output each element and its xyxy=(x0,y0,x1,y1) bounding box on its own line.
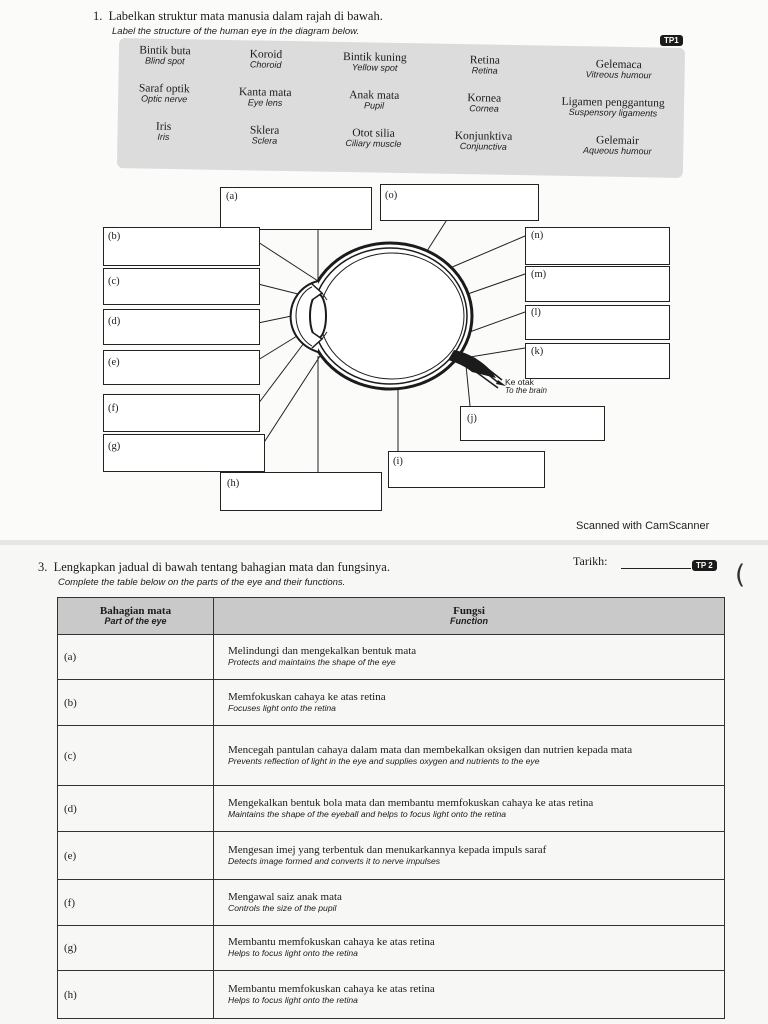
label-o: (o) xyxy=(385,190,397,201)
label-b: (b) xyxy=(108,231,120,242)
label-k: (k) xyxy=(531,346,543,357)
label-a: (a) xyxy=(226,191,238,202)
answer-box-g[interactable] xyxy=(103,434,265,472)
answer-box-j[interactable] xyxy=(460,406,605,441)
tp-badge: TP 2 xyxy=(692,560,717,571)
table-row: (g) Membantu memfokuskan cahaya ke atas … xyxy=(58,926,725,971)
function-ms: Mencegah pantulan cahaya dalam mata dan … xyxy=(228,744,718,756)
function-en: Maintains the shape of the eyeball and h… xyxy=(228,809,718,820)
function-en: Helps to focus light onto the retina xyxy=(228,995,718,1006)
answer-box-d[interactable] xyxy=(103,309,260,345)
label-g: (g) xyxy=(108,441,120,452)
function-ms: Membantu memfokuskan cahaya ke atas reti… xyxy=(228,936,718,948)
bracket-mark: ( xyxy=(735,560,745,590)
table-row: (c) Mencegah pantulan cahaya dalam mata … xyxy=(58,726,725,786)
function-en: Helps to focus light onto the retina xyxy=(228,948,718,959)
function-cell: Melindungi dan mengekalkan bentuk mata P… xyxy=(214,635,725,680)
answer-box-n[interactable] xyxy=(525,227,670,265)
function-ms: Membantu memfokuskan cahaya ke atas reti… xyxy=(228,983,718,995)
row-label: (g) xyxy=(64,942,77,954)
answer-box-h[interactable] xyxy=(220,472,382,511)
part-cell[interactable]: (f) xyxy=(58,880,214,926)
date-label: Tarikh: xyxy=(573,554,607,569)
worksheet-page-1: 1. Labelkan struktur mata manusia dalam … xyxy=(0,0,768,540)
brain-arrow-label: Ke otak To the brain xyxy=(505,378,547,395)
question-number: 3. xyxy=(38,560,47,574)
function-ms: Mengekalkan bentuk bola mata dan membant… xyxy=(228,797,718,809)
column-header-part: Bahagian mata Part of the eye xyxy=(58,598,214,635)
question-3-title: 3. Lengkapkan jadual di bawah tentang ba… xyxy=(38,560,390,575)
label-d: (d) xyxy=(108,316,120,327)
row-label: (f) xyxy=(64,897,75,909)
row-label: (e) xyxy=(64,850,76,862)
parts-functions-table: Bahagian mata Part of the eye Fungsi Fun… xyxy=(57,597,725,1019)
function-cell: Mengawal saiz anak mata Controls the siz… xyxy=(214,880,725,926)
row-label: (d) xyxy=(64,803,77,815)
function-ms: Mengesan imej yang terbentuk dan menukar… xyxy=(228,844,718,856)
part-cell[interactable]: (a) xyxy=(58,635,214,680)
brain-label-en: To the brain xyxy=(505,387,547,395)
function-cell: Mengekalkan bentuk bola mata dan membant… xyxy=(214,786,725,832)
date-field[interactable] xyxy=(621,568,691,569)
function-cell: Mengesan imej yang terbentuk dan menukar… xyxy=(214,832,725,880)
table-row: (e) Mengesan imej yang terbentuk dan men… xyxy=(58,832,725,880)
row-label: (b) xyxy=(64,697,77,709)
part-cell[interactable]: (e) xyxy=(58,832,214,880)
function-cell: Membantu memfokuskan cahaya ke atas reti… xyxy=(214,926,725,971)
scanner-watermark: Scanned with CamScanner xyxy=(576,520,709,532)
table-row: (a) Melindungi dan mengekalkan bentuk ma… xyxy=(58,635,725,680)
table-row: (f) Mengawal saiz anak mata Controls the… xyxy=(58,880,725,926)
function-en: Prevents reflection of light in the eye … xyxy=(228,756,718,767)
part-cell[interactable]: (d) xyxy=(58,786,214,832)
function-en: Detects image formed and converts it to … xyxy=(228,856,718,867)
part-cell[interactable]: (h) xyxy=(58,971,214,1019)
label-m: (m) xyxy=(531,269,546,280)
part-cell[interactable]: (g) xyxy=(58,926,214,971)
eyeball xyxy=(291,243,506,389)
answer-box-b[interactable] xyxy=(103,227,260,266)
label-n: (n) xyxy=(531,230,543,241)
label-f: (f) xyxy=(108,403,119,414)
table-row: (h) Membantu memfokuskan cahaya ke atas … xyxy=(58,971,725,1019)
table-row: (d) Mengekalkan bentuk bola mata dan mem… xyxy=(58,786,725,832)
function-en: Controls the size of the pupil xyxy=(228,903,718,914)
table-header-row: Bahagian mata Part of the eye Fungsi Fun… xyxy=(58,598,725,635)
answer-box-m[interactable] xyxy=(525,266,670,302)
function-cell: Mencegah pantulan cahaya dalam mata dan … xyxy=(214,726,725,786)
label-l: (l) xyxy=(531,307,541,318)
answer-box-c[interactable] xyxy=(103,268,260,305)
header-part-en: Part of the eye xyxy=(59,617,212,626)
row-label: (c) xyxy=(64,750,76,762)
answer-box-l[interactable] xyxy=(525,305,670,340)
answer-box-o[interactable] xyxy=(380,184,539,221)
question-3-subtitle: Complete the table below on the parts of… xyxy=(58,577,345,588)
function-cell: Membantu memfokuskan cahaya ke atas reti… xyxy=(214,971,725,1019)
answer-box-k[interactable] xyxy=(525,343,670,379)
label-i: (i) xyxy=(393,456,403,467)
part-cell[interactable]: (c) xyxy=(58,726,214,786)
row-label: (h) xyxy=(64,989,77,1001)
answer-box-i[interactable] xyxy=(388,451,545,488)
part-cell[interactable]: (b) xyxy=(58,680,214,726)
table-row: (b) Memfokuskan cahaya ke atas retina Fo… xyxy=(58,680,725,726)
question-title-ms: Lengkapkan jadual di bawah tentang bahag… xyxy=(54,560,390,574)
function-en: Focuses light onto the retina xyxy=(228,703,718,714)
function-ms: Melindungi dan mengekalkan bentuk mata xyxy=(228,645,718,657)
function-ms: Memfokuskan cahaya ke atas retina xyxy=(228,691,718,703)
function-en: Protects and maintains the shape of the … xyxy=(228,657,718,668)
row-label: (a) xyxy=(64,651,76,663)
label-c: (c) xyxy=(108,276,120,287)
label-e: (e) xyxy=(108,357,120,368)
function-cell: Memfokuskan cahaya ke atas retina Focuse… xyxy=(214,680,725,726)
answer-box-f[interactable] xyxy=(103,394,260,432)
label-j: (j) xyxy=(467,413,477,424)
answer-box-e[interactable] xyxy=(103,350,260,385)
label-h: (h) xyxy=(227,478,239,489)
function-ms: Mengawal saiz anak mata xyxy=(228,891,718,903)
answer-box-a[interactable] xyxy=(220,187,372,230)
header-function-en: Function xyxy=(215,617,723,626)
column-header-function: Fungsi Function xyxy=(214,598,725,635)
